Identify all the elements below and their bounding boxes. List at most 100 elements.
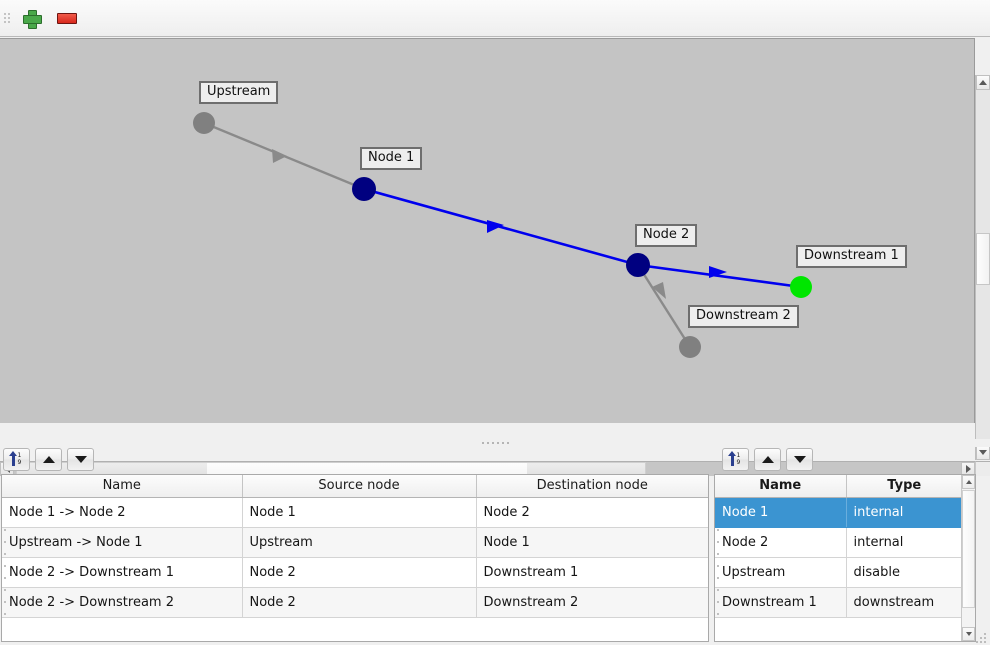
- chevron-up-icon: [965, 480, 972, 484]
- table-row[interactable]: Upstream -> Node 1 Upstream Node 1: [2, 527, 708, 558]
- sort-ascending-icon: 1 9: [8, 451, 25, 467]
- remove-node-button[interactable]: [52, 3, 82, 33]
- plus-icon: [22, 9, 42, 29]
- edges-table-header-row: Name Source node Destination node: [2, 475, 708, 498]
- edge-node2-downstream1[interactable]: [637, 263, 802, 289]
- edges-sort-button[interactable]: 1 9: [3, 447, 30, 471]
- nodes-pane: 1 9 Name Type: [710, 444, 990, 645]
- edge-row-destination: Node 1: [476, 527, 708, 558]
- edges-table-row-grip: [2, 527, 8, 617]
- toolbar-grip[interactable]: [2, 5, 12, 31]
- splitter-handle[interactable]: [0, 439, 990, 447]
- nodes-move-up-button[interactable]: [754, 447, 781, 471]
- node-row-name: Upstream: [715, 557, 847, 588]
- horizontal-scroll-thumb[interactable]: [16, 462, 646, 476]
- horizontal-scroll-thumb-face: [207, 463, 527, 475]
- resize-grip-icon[interactable]: [976, 631, 988, 643]
- table-row[interactable]: Node 2 -> Downstream 2 Node 2 Downstream…: [2, 587, 708, 618]
- node-row-type: internal: [846, 497, 962, 528]
- edge-arrow-node2-downstream2: [652, 282, 666, 299]
- graph-svg: [193, 112, 812, 358]
- nodes-move-down-button[interactable]: [786, 447, 813, 471]
- edge-node2-downstream2[interactable]: [636, 264, 692, 348]
- sort-digit-bottom: 9: [736, 459, 741, 466]
- sort-digit-top: 1: [17, 452, 22, 459]
- edge-arrow-node2-downstream1: [709, 266, 727, 278]
- node-row-type: downstream: [846, 587, 962, 618]
- edge-row-name: Node 2 -> Downstream 1: [2, 557, 243, 588]
- edge-arrow-node1-node2: [487, 220, 504, 233]
- graph-label-upstream[interactable]: Upstream: [199, 81, 279, 104]
- node-row-name: Node 1: [715, 497, 847, 528]
- splitter-grip-icon: [481, 442, 509, 444]
- chevron-up-icon: [979, 80, 987, 85]
- edges-column-header-destination[interactable]: Destination node: [476, 475, 708, 498]
- edges-pane: 1 9 Name Source node Destination node: [0, 444, 710, 645]
- table-row[interactable]: Node 1 -> Node 2 Node 1 Node 2: [2, 497, 708, 528]
- graph-node-downstream1[interactable]: [790, 276, 812, 298]
- nodes-column-header-type[interactable]: Type: [846, 475, 962, 498]
- edge-arrow-upstream-node1: [272, 149, 287, 163]
- graph-canvas-area: Upstream Node 1 Node 2 Downstream 1 Down…: [0, 37, 990, 476]
- nodes-scroll-thumb[interactable]: [962, 490, 975, 608]
- nodes-column-header-name[interactable]: Name: [715, 475, 847, 498]
- sort-digit-top: 1: [736, 452, 741, 459]
- graph-node-upstream[interactable]: [193, 112, 215, 134]
- edges-column-header-source[interactable]: Source node: [242, 475, 477, 498]
- edge-row-destination: Downstream 1: [476, 557, 708, 588]
- chevron-down-icon: [965, 632, 972, 636]
- nodes-table-row-grip: [715, 527, 721, 617]
- graph-node-node2[interactable]: [626, 253, 650, 277]
- move-down-icon: [793, 455, 806, 463]
- table-row[interactable]: Node 1 internal: [715, 497, 962, 528]
- move-up-icon: [761, 455, 774, 463]
- graph-nodes: [193, 112, 812, 358]
- move-down-icon: [74, 455, 87, 463]
- toolbar: [0, 0, 990, 37]
- nodes-sort-button[interactable]: 1 9: [722, 447, 749, 471]
- move-up-icon: [42, 455, 55, 463]
- chevron-down-icon: [979, 450, 987, 455]
- graph-edges: [203, 121, 802, 348]
- nodes-scroll-up-button[interactable]: [962, 475, 975, 489]
- edges-move-down-button[interactable]: [67, 447, 94, 471]
- nodes-table-header-row: Name Type: [715, 475, 962, 498]
- table-row[interactable]: Node 2 -> Downstream 1 Node 2 Downstream…: [2, 557, 708, 588]
- node-row-type: disable: [846, 557, 962, 588]
- edge-row-source: Upstream: [242, 527, 477, 558]
- canvas-vertical-scrollbar[interactable]: [975, 75, 990, 460]
- scroll-up-button[interactable]: [976, 75, 990, 90]
- graph-label-node2[interactable]: Node 2: [635, 224, 698, 247]
- nodes-scroll-down-button[interactable]: [962, 627, 975, 641]
- node-row-name: Downstream 1: [715, 587, 847, 618]
- edge-row-name: Upstream -> Node 1: [2, 527, 243, 558]
- edges-toolbar: 1 9: [0, 444, 94, 474]
- node-row-name: Node 2: [715, 527, 847, 558]
- graph-canvas[interactable]: Upstream Node 1 Node 2 Downstream 1 Down…: [0, 38, 975, 423]
- graph-label-node1[interactable]: Node 1: [360, 147, 423, 170]
- chevron-right-icon: [965, 465, 971, 473]
- nodes-table-container: Name Type Node 1 internal Node 2 interna…: [714, 474, 976, 642]
- edges-move-up-button[interactable]: [35, 447, 62, 471]
- edge-row-name: Node 2 -> Downstream 2: [2, 587, 243, 618]
- vertical-scroll-thumb[interactable]: [976, 233, 990, 285]
- graph-node-downstream2[interactable]: [679, 336, 701, 358]
- sort-ascending-icon: 1 9: [727, 451, 744, 467]
- edges-table-container: Name Source node Destination node Node 1…: [1, 474, 709, 642]
- graph-node-node1[interactable]: [352, 177, 376, 201]
- edge-row-destination: Node 2: [476, 497, 708, 528]
- graph-label-downstream1[interactable]: Downstream 1: [796, 245, 907, 268]
- edge-row-source: Node 2: [242, 587, 477, 618]
- edges-column-header-name[interactable]: Name: [2, 475, 243, 498]
- table-row[interactable]: Downstream 1 downstream: [715, 587, 962, 618]
- graph-label-downstream2[interactable]: Downstream 2: [688, 305, 799, 328]
- edge-node1-node2[interactable]: [363, 187, 639, 267]
- table-row[interactable]: Upstream disable: [715, 557, 962, 588]
- table-row[interactable]: Node 2 internal: [715, 527, 962, 558]
- nodes-table-vertical-scrollbar[interactable]: [961, 475, 975, 641]
- edge-row-source: Node 2: [242, 557, 477, 588]
- add-node-button[interactable]: [16, 3, 46, 33]
- sort-digit-bottom: 9: [17, 459, 22, 466]
- nodes-toolbar: 1 9: [710, 444, 813, 474]
